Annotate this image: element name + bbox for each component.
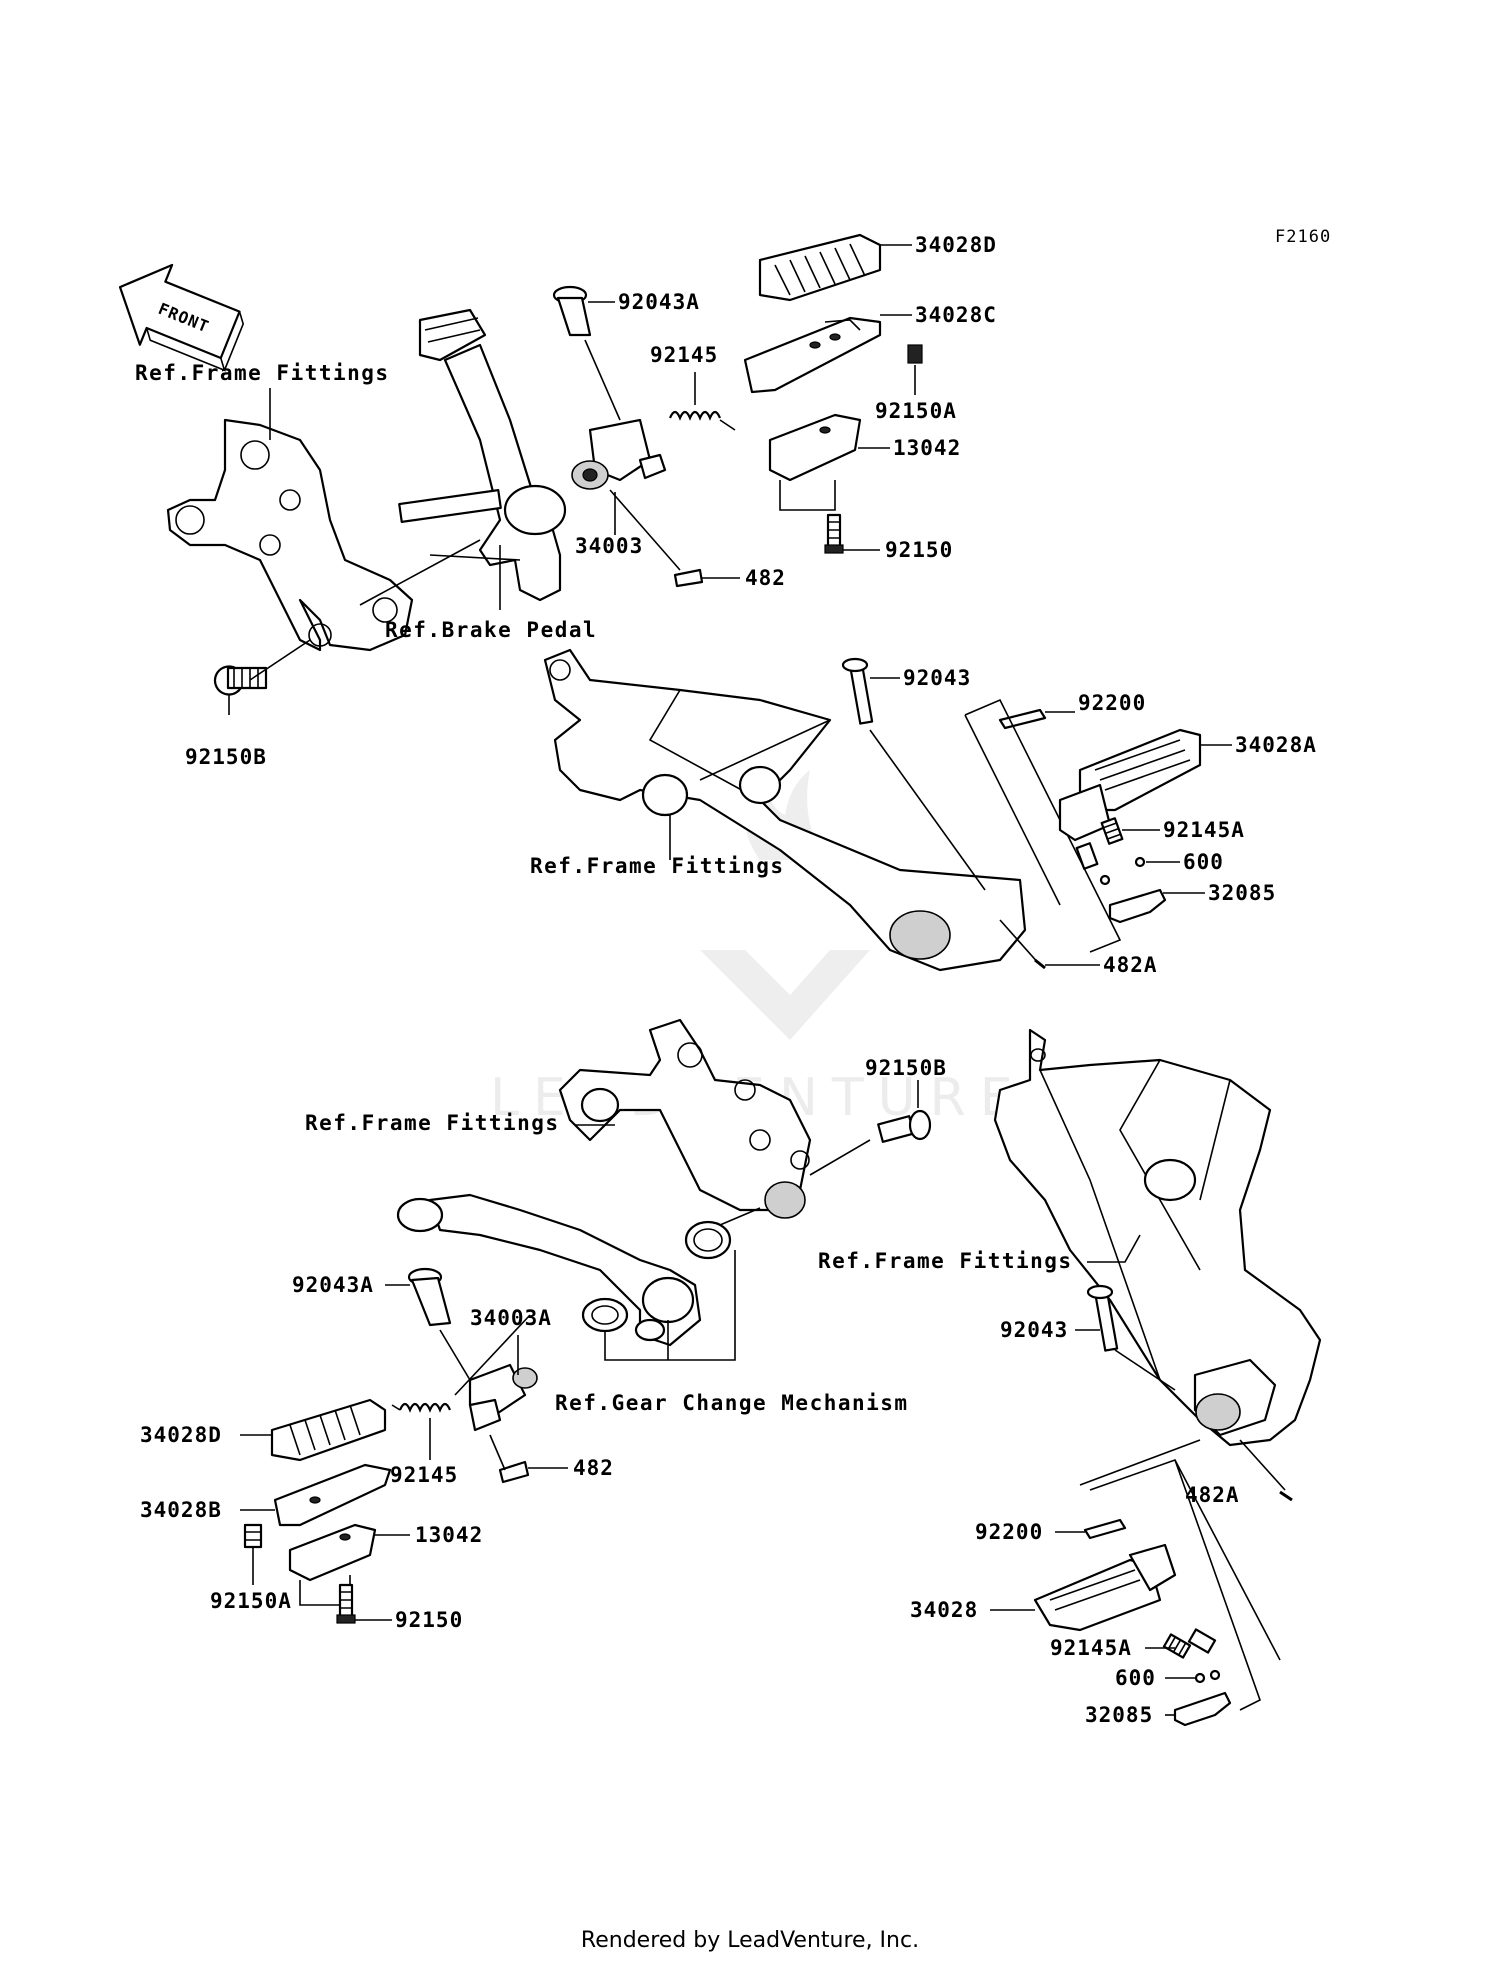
clip-482-upper [673,568,704,588]
part-label: 34028A [1235,733,1317,757]
clip-482a-lower [1279,1490,1293,1502]
part-label: 92145A [1050,1636,1132,1660]
part-label: 34003A [470,1306,552,1330]
ref-brake-pedal: Ref.Brake Pedal [385,618,597,642]
detent-32085-lower [1173,1691,1232,1727]
part-label: 92200 [1078,691,1146,715]
part-label: 34028D [140,1423,222,1447]
bracket-13042-upper [768,413,862,482]
ball-600-lower-2 [1209,1669,1221,1681]
spring-92145-upper [668,410,736,431]
part-label: 482 [573,1456,614,1480]
footpeg-34028b [273,1463,392,1527]
part-label: 482 [745,566,786,590]
part-label: 34028C [915,303,997,327]
part-label: 92043 [1000,1318,1068,1342]
part-label: 92043A [292,1273,374,1297]
screw-92150-upper [824,513,844,554]
frame-bracket-lower-right [993,1028,1322,1447]
ref-frame-fittings-2: Ref.Frame Fittings [530,854,785,878]
part-label: 32085 [1085,1703,1153,1727]
footpeg-34028-lower [1033,1543,1177,1632]
part-label: 600 [1115,1666,1156,1690]
pin-92043a-lower [407,1267,452,1327]
footpeg-34028c [743,316,882,394]
part-label: 92200 [975,1520,1043,1544]
part-label: 92150B [865,1056,947,1080]
part-label: 13042 [415,1523,483,1547]
part-label: 92145 [390,1463,458,1487]
figure-code: F2160 [1275,227,1331,247]
bolt-92150a-upper [907,344,923,364]
pivot-34003a [468,1363,538,1432]
part-label: 34028 [910,1598,978,1622]
part-label: 600 [1183,850,1224,874]
bolt-92150b-lower [877,1109,932,1143]
part-label: 13042 [893,436,961,460]
brake-pedal-upper [398,308,567,602]
ball-600-mid [1134,856,1146,868]
ref-gear-change: Ref.Gear Change Mechanism [555,1391,909,1415]
bolt-92150b-upper [213,665,268,696]
part-label: 92043 [903,666,971,690]
washer-92200-lower [1083,1518,1127,1540]
frame-bracket-upper-left [166,418,414,652]
ref-frame-fittings-4: Ref.Frame Fittings [818,1249,1073,1273]
ref-frame-fittings-3: Ref.Frame Fittings [305,1111,560,1135]
pin-92043-lower [1086,1284,1119,1352]
part-label: 92150 [885,538,953,562]
part-label: 32085 [1208,881,1276,905]
detent-32085-mid [1108,888,1167,924]
ball-600-mid-2 [1099,874,1111,886]
footpeg-rubber-34028d-lower [270,1398,387,1462]
bolt-92150a-lower [243,1523,263,1549]
part-label: 92043A [618,290,700,314]
oil-seal-lower [581,1297,629,1333]
part-label: 482A [1103,953,1158,977]
screw-92150-lower [336,1583,356,1624]
part-label: 92150A [210,1589,292,1613]
part-label: 92145A [1163,818,1245,842]
part-label: 34003 [575,534,643,558]
ball-600-lower [1194,1672,1206,1684]
footpeg-rubber-34028d-upper [758,233,882,302]
pivot-34003 [571,418,667,490]
bracket-13042-lower [288,1523,377,1582]
part-label: 92145 [650,343,718,367]
pin-92043a-upper [552,285,592,337]
part-label: 92150A [875,399,957,423]
clip-482-lower [498,1460,530,1484]
part-label: 34028D [915,233,997,257]
shift-lever-lower [396,1193,702,1347]
spring-92145-lower [391,1402,452,1413]
frame-bracket-mid [543,648,1027,972]
frame-bracket-lower-left [558,1018,812,1219]
spring-92145a-lower [1162,1628,1217,1659]
ref-frame-fittings-1: Ref.Frame Fittings [135,361,390,385]
footpeg-34028a [1058,728,1202,842]
collar-lower [684,1220,732,1260]
front-arrow-icon: FRONT [118,263,245,372]
pin-92043-mid [841,657,874,725]
part-label: 92150B [185,745,267,769]
spring-92145a-mid [1075,817,1124,870]
footer-credit: Rendered by LeadVenture, Inc. [581,1928,919,1953]
part-label: 92150 [395,1608,463,1632]
part-label: 34028B [140,1498,222,1522]
